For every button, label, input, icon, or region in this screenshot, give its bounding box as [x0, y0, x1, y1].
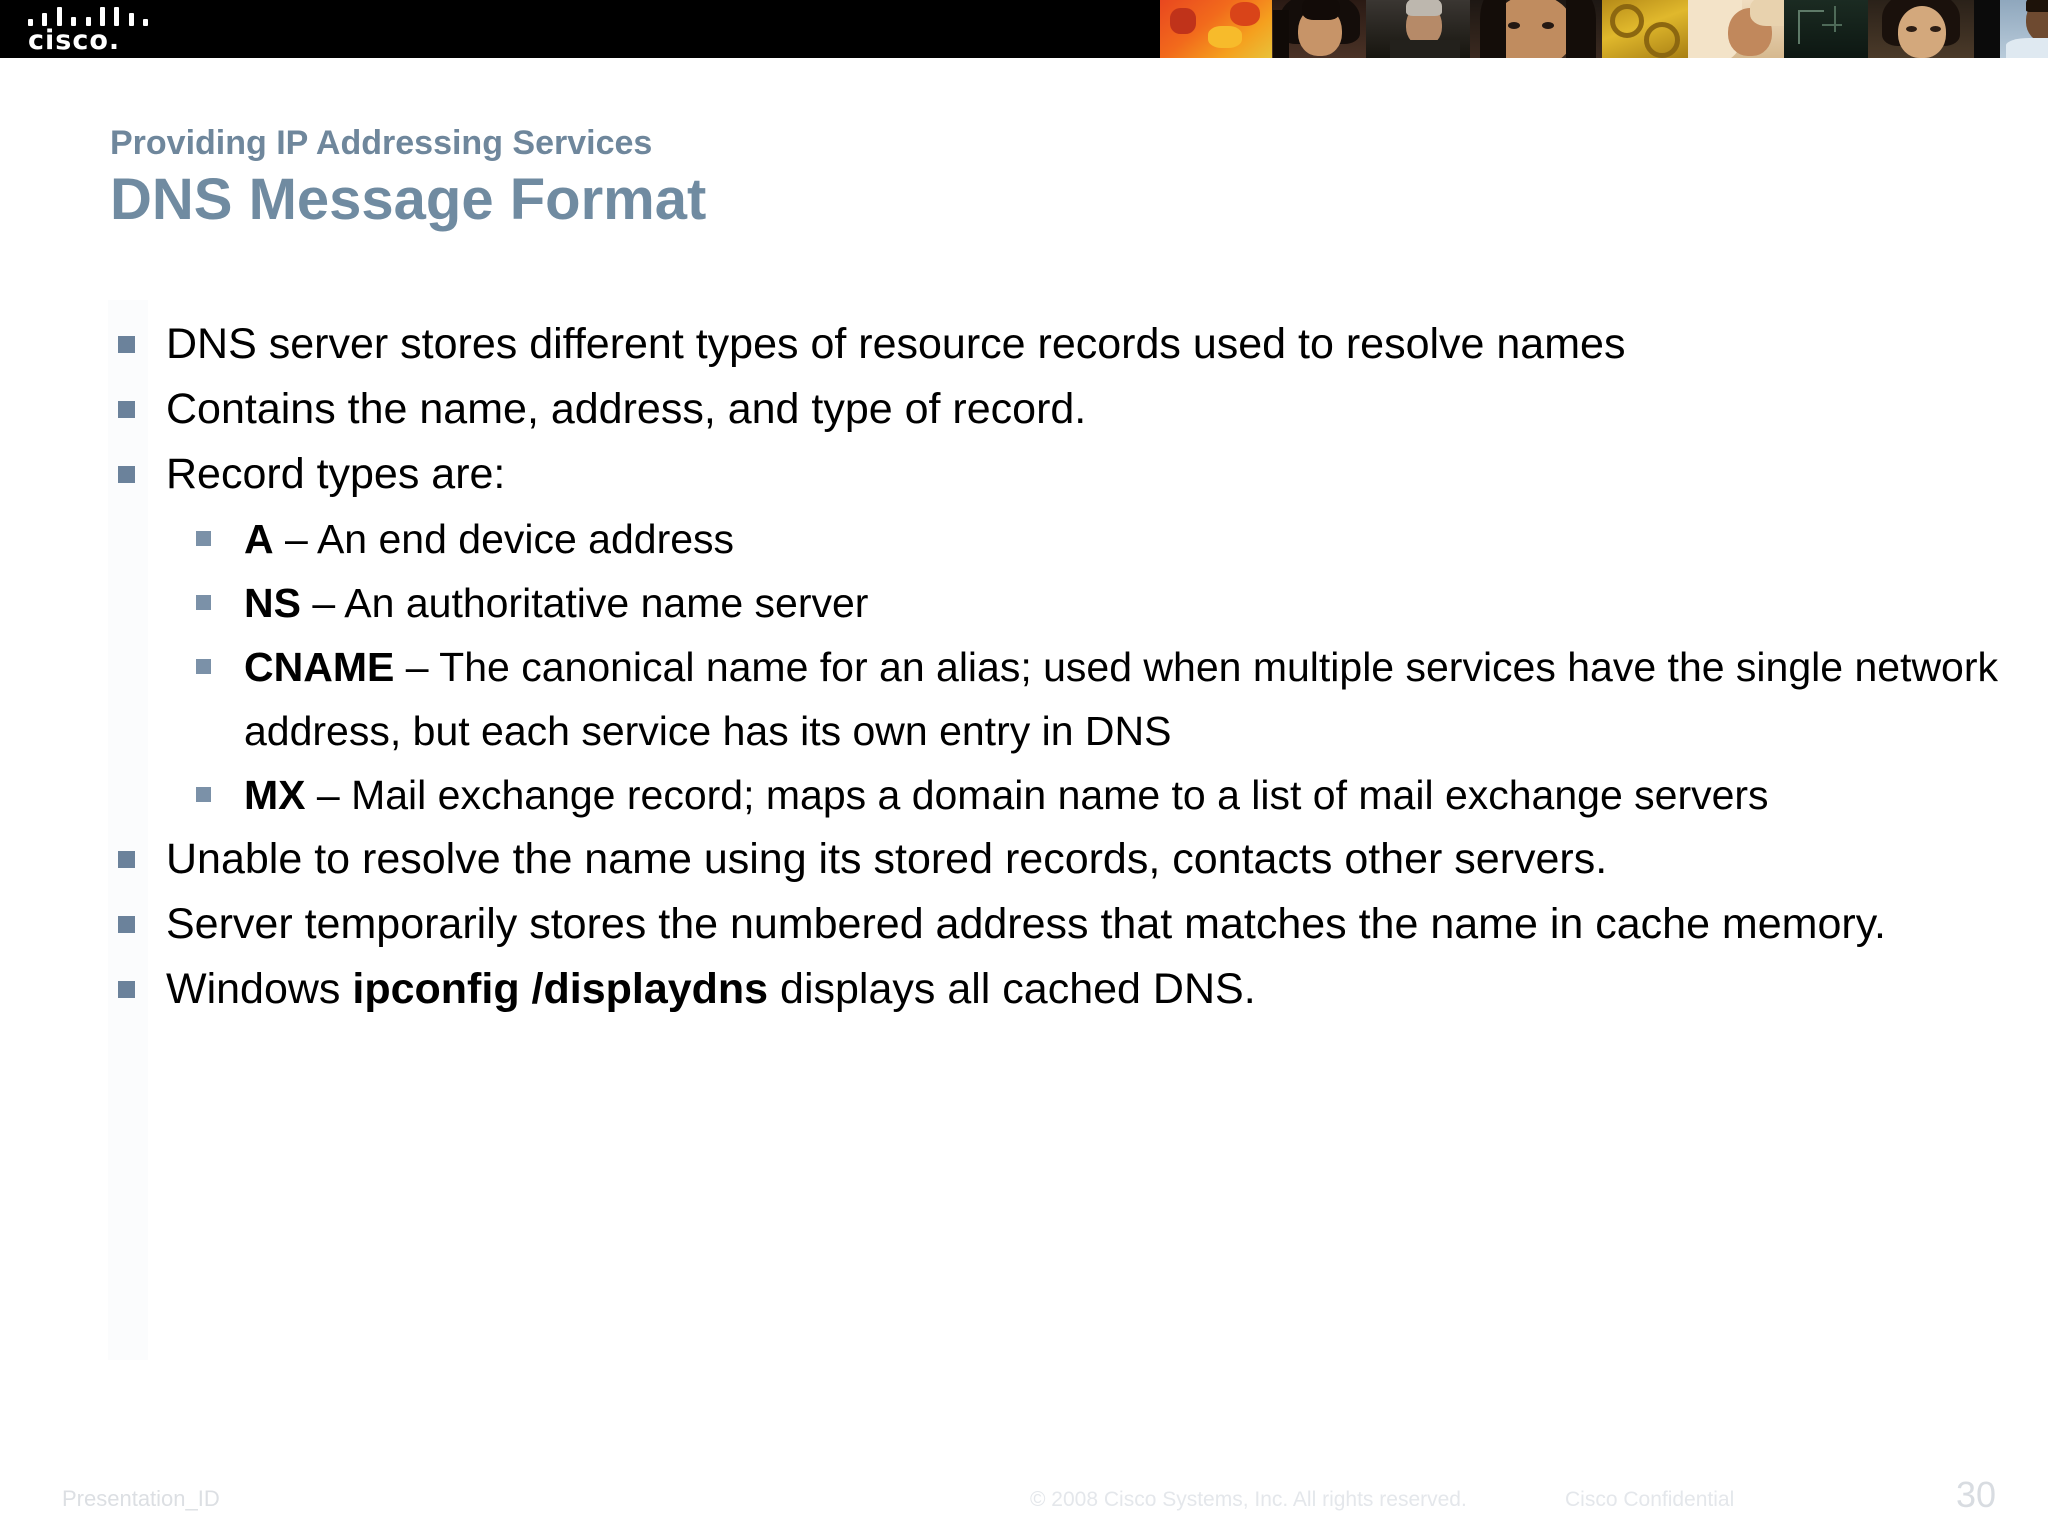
- list-item-text: Record types are:: [166, 450, 506, 498]
- record-types-sublist: A – An end device address NS – An author…: [110, 507, 2010, 827]
- record-type-term: NS: [244, 580, 301, 626]
- footer: Presentation_ID © 2008 Cisco Systems, In…: [0, 1466, 2048, 1536]
- collage-pane-7: [1784, 0, 1868, 58]
- cisco-wordmark: cisco.: [28, 25, 121, 56]
- bullet-square-icon: [118, 981, 135, 998]
- list-item: Contains the name, address, and type of …: [110, 377, 2010, 442]
- record-type-desc: An end device address: [316, 516, 735, 562]
- collage-pane-1: [1160, 0, 1272, 58]
- bullet-square-icon: [196, 531, 211, 546]
- list-item: A – An end device address: [188, 507, 2010, 571]
- record-type-dash: –: [273, 516, 317, 562]
- bullet-square-icon: [196, 787, 211, 802]
- list-item-prefix: Windows: [166, 965, 353, 1013]
- list-item-text: Server temporarily stores the numbered a…: [166, 900, 1886, 948]
- list-item: CNAME – The canonical name for an alias;…: [188, 635, 2010, 763]
- list-item: Record types are:: [110, 442, 2010, 507]
- copyright-text: © 2008 Cisco Systems, Inc. All rights re…: [1030, 1488, 1467, 1511]
- bullet-square-icon: [118, 916, 135, 933]
- collage-pane-5: [1602, 0, 1688, 58]
- list-item: DNS server stores different types of res…: [110, 312, 2010, 377]
- collage-pane-4: [1470, 0, 1602, 58]
- record-type-term: MX: [244, 772, 306, 818]
- bullet-square-icon: [118, 336, 135, 353]
- presentation-id-label: Presentation_ID: [62, 1486, 220, 1511]
- collage-pane-3: [1366, 0, 1470, 58]
- record-type-dash: –: [305, 772, 352, 818]
- record-type-desc: The canonical name for an alias; used wh…: [244, 644, 1999, 754]
- title-block: Providing IP Addressing Services DNS Mes…: [110, 122, 1510, 234]
- collage-pane-6: [1688, 0, 1784, 58]
- list-item: Unable to resolve the name using its sto…: [110, 827, 2010, 892]
- record-type-term: CNAME: [244, 644, 395, 690]
- list-item-text: DNS server stores different types of res…: [166, 320, 1626, 368]
- list-item: NS – An authoritative name server: [188, 571, 2010, 635]
- page-number: 30: [1955, 1474, 1996, 1515]
- collage-pane-10: [2000, 0, 2048, 58]
- people-collage-banner: [1160, 0, 2048, 58]
- bullet-square-icon: [118, 466, 135, 483]
- list-item-text: Unable to resolve the name using its sto…: [166, 835, 1608, 883]
- bullet-square-icon: [118, 401, 135, 418]
- slide-eyebrow-title: Providing IP Addressing Services: [110, 124, 653, 162]
- collage-pane-8: [1868, 0, 1974, 58]
- collage-pane-2: [1272, 0, 1366, 58]
- list-item: MX – Mail exchange record; maps a domain…: [188, 763, 2010, 827]
- list-item-suffix: displays all cached DNS.: [768, 965, 1256, 1013]
- cisco-logo: cisco.: [28, 4, 148, 56]
- record-type-desc: Mail exchange record; maps a domain name…: [351, 772, 1769, 818]
- bullet-square-icon: [118, 851, 135, 868]
- bullet-list: DNS server stores different types of res…: [110, 312, 2010, 1022]
- list-item: Server temporarily stores the numbered a…: [110, 892, 2010, 957]
- record-type-dash: –: [394, 644, 440, 690]
- list-item: Windows ipconfig /displaydns displays al…: [110, 957, 2010, 1022]
- cisco-bridge-icon: [28, 6, 148, 26]
- record-type-desc: An authoritative name server: [344, 580, 869, 626]
- confidentiality-label: Cisco Confidential: [1565, 1488, 1735, 1511]
- record-type-term: A: [244, 516, 274, 562]
- bullet-square-icon: [196, 595, 211, 610]
- collage-pane-9: [1974, 0, 2000, 58]
- page-title: DNS Message Format: [110, 167, 707, 232]
- header-bar: cisco.: [0, 0, 2048, 58]
- list-item-text: Contains the name, address, and type of …: [166, 385, 1087, 433]
- record-type-dash: –: [300, 580, 345, 626]
- bullet-square-icon: [196, 659, 211, 674]
- command-text: ipconfig /displaydns: [352, 965, 769, 1013]
